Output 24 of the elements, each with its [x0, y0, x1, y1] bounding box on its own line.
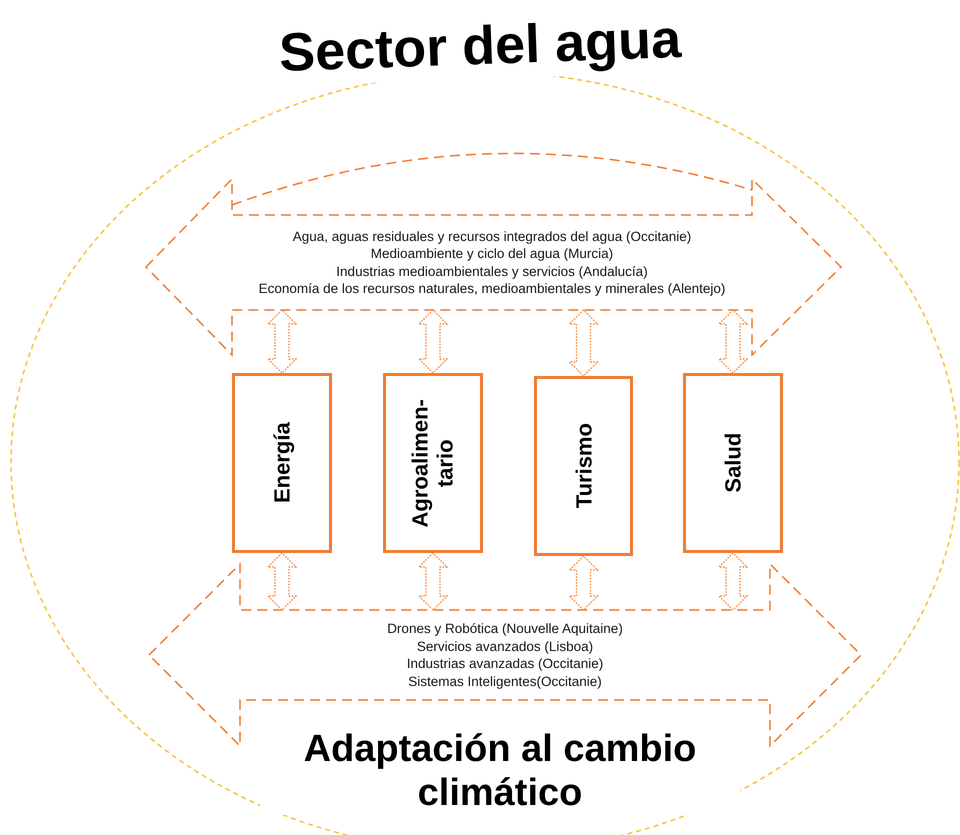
sector-box	[232, 373, 332, 553]
double-block-arrow	[568, 555, 599, 611]
sector-list-item: Industrias avanzadas (Occitanie)	[406, 655, 604, 672]
double-block-arrow	[418, 552, 448, 611]
sector-list-item: Agua, aguas residuales y recursos integrados del agua (Occitanie)	[292, 228, 692, 245]
sector-list-item: Sistemas Inteligentes(Occitanie)	[408, 672, 602, 690]
sector-box	[383, 373, 483, 553]
double-block-arrow	[568, 309, 599, 377]
sector-label: Agroalimen-tario	[408, 398, 458, 530]
sector-label: Turismo	[570, 422, 596, 511]
sector-list-item: Economía de los recursos naturales, medioambientales y minerales (Alentejo)	[258, 280, 726, 298]
double-block-arrow	[718, 552, 748, 611]
double-block-arrow	[266, 552, 298, 611]
sector-label: Energía	[269, 421, 295, 506]
sector-list-item: Servicios avanzados (Lisboa)	[416, 638, 594, 655]
sector-box	[534, 376, 633, 556]
sector-box	[683, 373, 783, 553]
sector-list-item: Medioambiente y ciclo del agua (Murcia)	[370, 245, 614, 262]
sector-list-item: Industrias medioambientales y servicios (Andalucía)	[336, 262, 648, 280]
double-block-arrow	[418, 309, 448, 374]
sector-list-item: Drones y Robótica (Nouvelle Aquitaine)	[387, 620, 623, 638]
double-block-arrow	[266, 309, 298, 374]
sector-label: Salud	[720, 432, 746, 495]
double-block-arrow	[718, 309, 748, 374]
